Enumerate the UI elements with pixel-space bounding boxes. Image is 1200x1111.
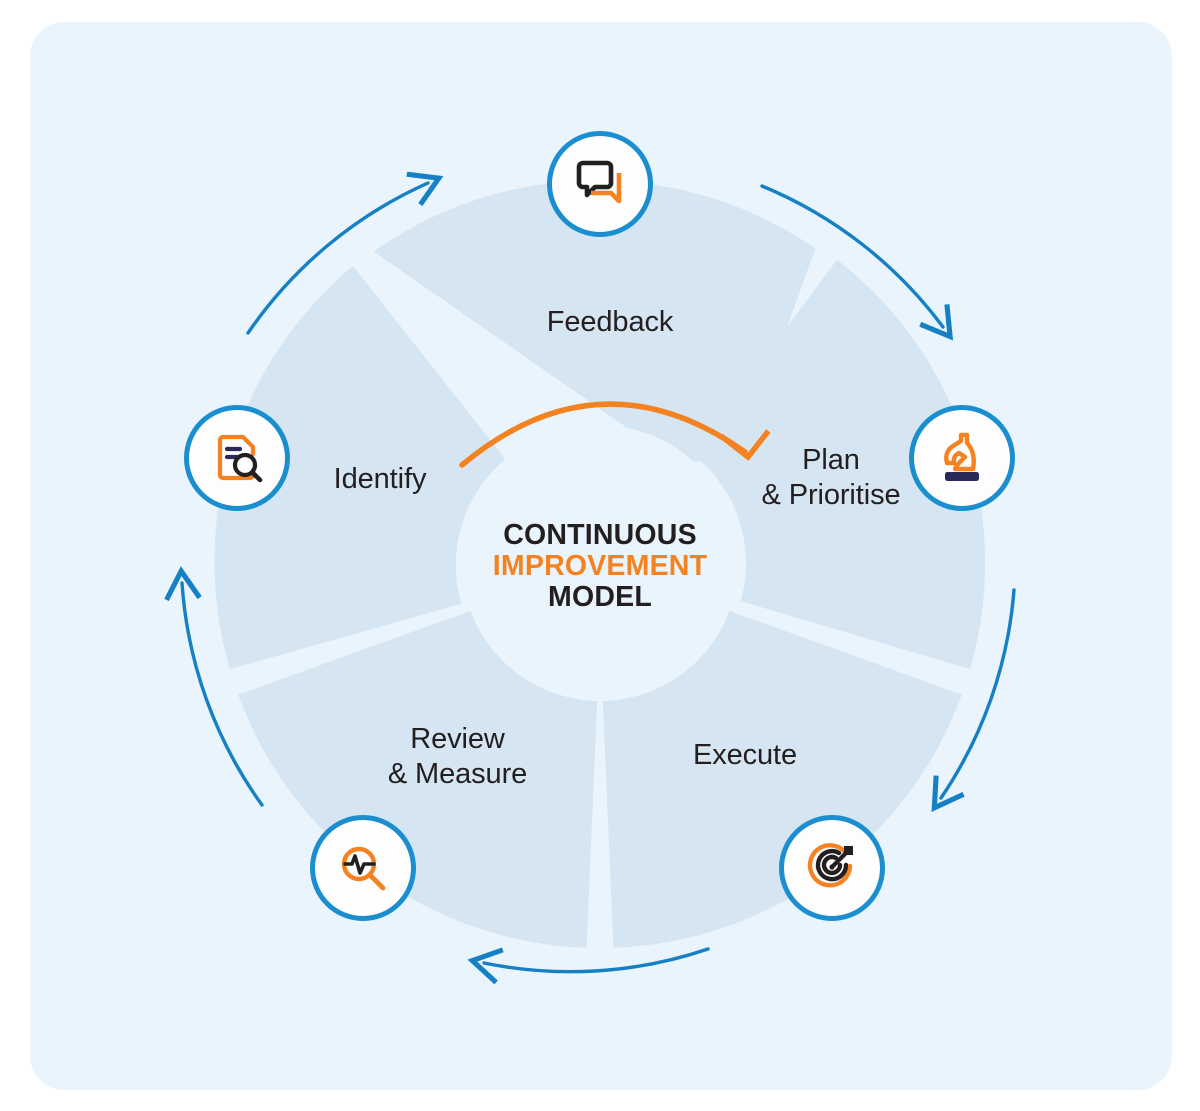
step-label-review: Review & Measure xyxy=(387,723,528,791)
segment-execute xyxy=(602,610,962,948)
segment-review xyxy=(238,610,598,948)
title-line-improvement: IMPROVEMENT xyxy=(492,549,708,582)
title-line-continuous: CONTINUOUS xyxy=(503,519,697,551)
step-icon-badge-plan[interactable] xyxy=(909,405,1015,511)
target-arrow-icon xyxy=(803,839,861,897)
step-icon-badge-feedback[interactable] xyxy=(547,131,653,237)
document-search-icon xyxy=(207,428,267,488)
segment-identify xyxy=(214,265,506,670)
segment-feedback xyxy=(373,180,816,465)
step-label-identify: Identify xyxy=(333,463,427,495)
step-label-plan: Plan & Prioritise xyxy=(761,444,901,512)
step-icon-badge-identify[interactable] xyxy=(184,405,290,511)
outer-arrow-feedback-to-plan xyxy=(760,184,943,327)
step-label-feedback: Feedback xyxy=(546,306,674,338)
outer-arrow-identify-to-feedback xyxy=(246,183,428,335)
outer-arrow-plan-to-execute xyxy=(941,588,1016,798)
outer-arrow-execute-to-review xyxy=(484,947,710,972)
segment-plan xyxy=(692,259,986,670)
title-line-model: MODEL xyxy=(548,580,652,613)
inner-progress-arrow xyxy=(459,401,771,468)
center-title: CONTINUOUS IMPROVEMENT MODEL xyxy=(450,520,750,612)
pulse-magnifier-icon xyxy=(334,839,392,897)
step-label-execute: Execute xyxy=(692,739,798,771)
step-icon-badge-review[interactable] xyxy=(310,815,416,921)
outer-cycle-arrows xyxy=(182,183,1016,972)
chess-knight-icon xyxy=(931,427,993,489)
step-icon-badge-execute[interactable] xyxy=(779,815,885,921)
speech-bubbles-icon xyxy=(569,153,631,215)
inner-circle xyxy=(462,425,738,701)
outer-arrow-review-to-identify xyxy=(182,583,264,807)
wheel-segments xyxy=(214,180,986,948)
